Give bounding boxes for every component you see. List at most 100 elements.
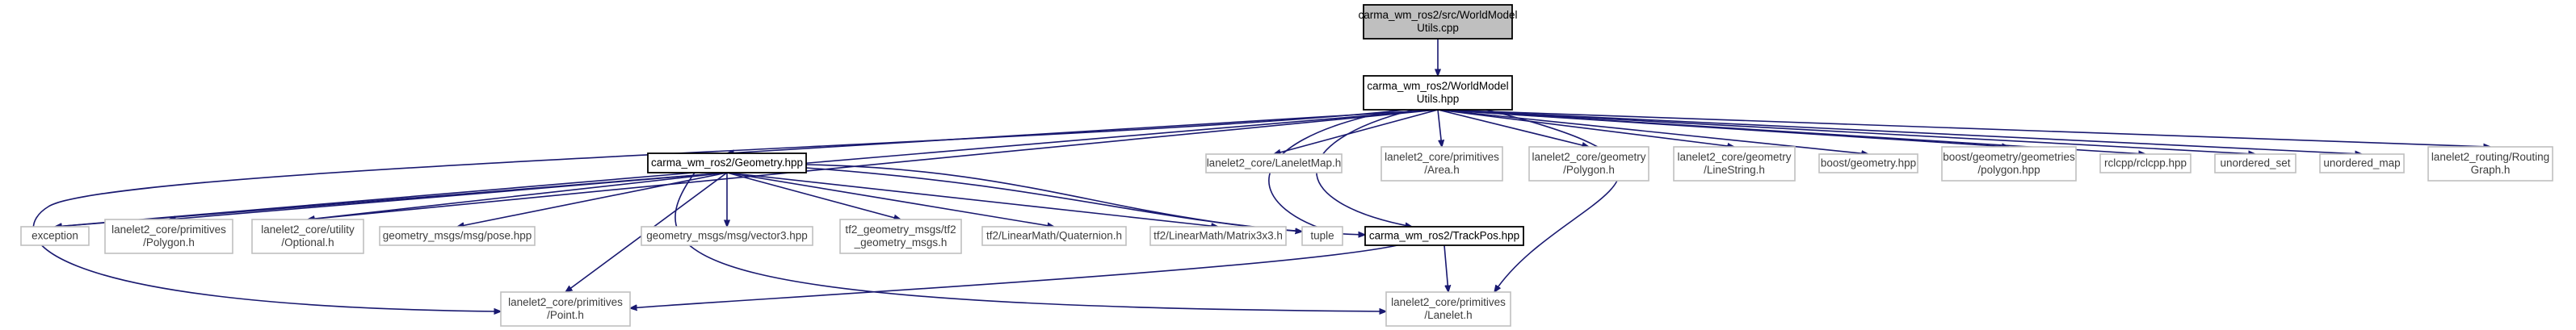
- edge-geometry-to-optional: [308, 172, 728, 219]
- node-box: [2319, 153, 2405, 173]
- node-box: [1673, 146, 1796, 182]
- node-label-line: /Polygon.h: [1563, 164, 1615, 176]
- node-label-line: boost/geometry.hpp: [1821, 157, 1916, 169]
- node-tf2msgs: tf2_geometry_msgs/tf2_geometry_msgs.h: [839, 219, 962, 254]
- node-boostpoly: boost/geometry/geometries/polygon.hpp: [1941, 146, 2077, 182]
- node-label-line: lanelet2_core/primitives: [508, 296, 623, 308]
- node-label-line: tf2_geometry_msgs/tf2: [845, 223, 956, 236]
- node-box: [1363, 75, 1513, 111]
- node-label-line: Utils.hpp: [1417, 93, 1460, 105]
- edge-wmu-to-point: [32, 109, 1406, 311]
- edge-wmu-to-geompoly: [1437, 109, 1589, 147]
- node-matrix: tf2/LinearMath/Matrix3x3.h: [1149, 226, 1287, 246]
- node-box: [1364, 226, 1524, 246]
- node-rclcpp: rclcpp/rclcpp.hpp: [2099, 153, 2191, 173]
- node-label-line: /Area.h: [1424, 164, 1460, 176]
- node-vector3: geometry_msgs/msg/vector3.hpp: [641, 226, 813, 246]
- node-box: [1818, 153, 1918, 173]
- node-label-line: carma_wm_ros2/TrackPos.hpp: [1369, 230, 1519, 242]
- edge-wmu-to-optional: [308, 109, 1439, 219]
- node-label-line: lanelet2_core/utility: [261, 223, 355, 236]
- node-label-line: lanelet2_core/geometry: [1532, 151, 1645, 163]
- node-area: lanelet2_core/primitives/Area.h: [1380, 146, 1503, 182]
- node-boostgeom: boost/geometry.hpp: [1818, 153, 1918, 173]
- node-box: [2099, 153, 2191, 173]
- edge-trackpos-to-point: [630, 244, 1398, 308]
- edge-geometry-to-lanelet: [674, 172, 1386, 311]
- edge-wmu-to-uset: [1437, 109, 2255, 154]
- edges: [32, 39, 2490, 311]
- node-geometry[interactable]: carma_wm_ros2/Geometry.hpp: [647, 152, 807, 173]
- node-box: [1528, 146, 1649, 182]
- node-umap: unordered_map: [2319, 153, 2405, 173]
- node-label-line: tf2/LinearMath/Quaternion.h: [986, 230, 1122, 242]
- node-lanelet: lanelet2_core/primitives/Lanelet.h: [1385, 291, 1511, 327]
- node-label-line: /Polygon.h: [143, 236, 195, 249]
- node-label-line: /Lanelet.h: [1424, 309, 1472, 321]
- edge-wmu-to-llmap: [1274, 109, 1439, 154]
- edge-trackpos-to-lanelet: [1443, 244, 1448, 292]
- node-box: [1941, 146, 2077, 182]
- node-label-line: lanelet2_core/geometry: [1677, 151, 1791, 163]
- node-box: [2427, 146, 2553, 182]
- edge-geometry-to-quat: [726, 172, 1054, 227]
- node-box: [1301, 226, 1343, 246]
- node-label-line: rclcpp/rclcpp.hpp: [2104, 157, 2187, 169]
- node-primpoly: lanelet2_core/primitives/Polygon.h: [104, 219, 233, 254]
- node-box: [500, 291, 631, 327]
- edge-geometry-to-matrix: [726, 172, 1218, 227]
- node-trackpos[interactable]: carma_wm_ros2/TrackPos.hpp: [1364, 226, 1524, 246]
- edge-geometry-to-tf2msgs: [726, 172, 901, 219]
- node-label-line: geometry_msgs/msg/vector3.hpp: [646, 230, 808, 242]
- edge-wmu-to-area: [1437, 109, 1442, 147]
- node-label-line: /Point.h: [547, 309, 584, 321]
- node-exception: exception: [20, 226, 90, 246]
- node-label-line: tf2/LinearMath/Matrix3x3.h: [1154, 230, 1283, 242]
- node-label-line: Graph.h: [2471, 164, 2511, 176]
- node-label-line: lanelet2_core/primitives: [1391, 296, 1506, 308]
- edge-wmu-to-linestring: [1437, 109, 1734, 147]
- node-box: [641, 226, 813, 246]
- node-label-line: tuple: [1310, 230, 1334, 242]
- node-label-line: Utils.cpp: [1417, 22, 1459, 34]
- node-label-line: carma_wm_ros2/src/WorldModel: [1358, 9, 1517, 21]
- node-label-line: _geometry_msgs.h: [854, 236, 948, 249]
- node-label-line: /Optional.h: [281, 236, 334, 249]
- node-llmap: lanelet2_core/LaneletMap.h: [1205, 153, 1343, 173]
- node-label-line: carma_wm_ros2/Geometry.hpp: [651, 157, 803, 169]
- node-box: [981, 226, 1127, 246]
- node-optional: lanelet2_core/utility/Optional.h: [251, 219, 364, 254]
- node-box: [20, 226, 90, 246]
- node-label-line: unordered_map: [2323, 157, 2400, 169]
- edge-wmu-to-lanelet: [1486, 109, 1620, 292]
- node-box: [1385, 291, 1511, 327]
- node-uset: unordered_set: [2214, 153, 2297, 173]
- edge-wmu-to-boostgeom: [1437, 109, 1868, 154]
- node-label-line: boost/geometry/geometries: [1943, 151, 2075, 163]
- edge-wmu-to-routing: [1437, 109, 2490, 147]
- edge-wmu-to-umap: [1437, 109, 2362, 154]
- node-box: [379, 226, 536, 246]
- node-label-line: exception: [32, 230, 78, 242]
- edge-geometry-to-pose: [457, 172, 728, 227]
- node-box: [1149, 226, 1287, 246]
- node-label-line: lanelet2_routing/Routing: [2431, 151, 2549, 163]
- node-label-line: lanelet2_core/LaneletMap.h: [1207, 157, 1342, 169]
- nodes: carma_wm_ros2/src/WorldModelUtils.cppcar…: [20, 4, 2553, 327]
- node-box: [1380, 146, 1503, 182]
- node-label-line: lanelet2_core/primitives: [111, 223, 226, 236]
- node-label-line: geometry_msgs/msg/pose.hpp: [383, 230, 532, 242]
- node-tuple: tuple: [1301, 226, 1343, 246]
- node-box: [1205, 153, 1343, 173]
- node-label-line: carma_wm_ros2/WorldModel: [1367, 80, 1508, 92]
- node-box: [104, 219, 233, 254]
- edge-geometry-to-primpoly: [169, 172, 728, 219]
- node-label-line: /LineString.h: [1704, 164, 1765, 176]
- node-box: [251, 219, 364, 254]
- node-pose: geometry_msgs/msg/pose.hpp: [379, 226, 536, 246]
- node-geompoly: lanelet2_core/geometry/Polygon.h: [1528, 146, 1649, 182]
